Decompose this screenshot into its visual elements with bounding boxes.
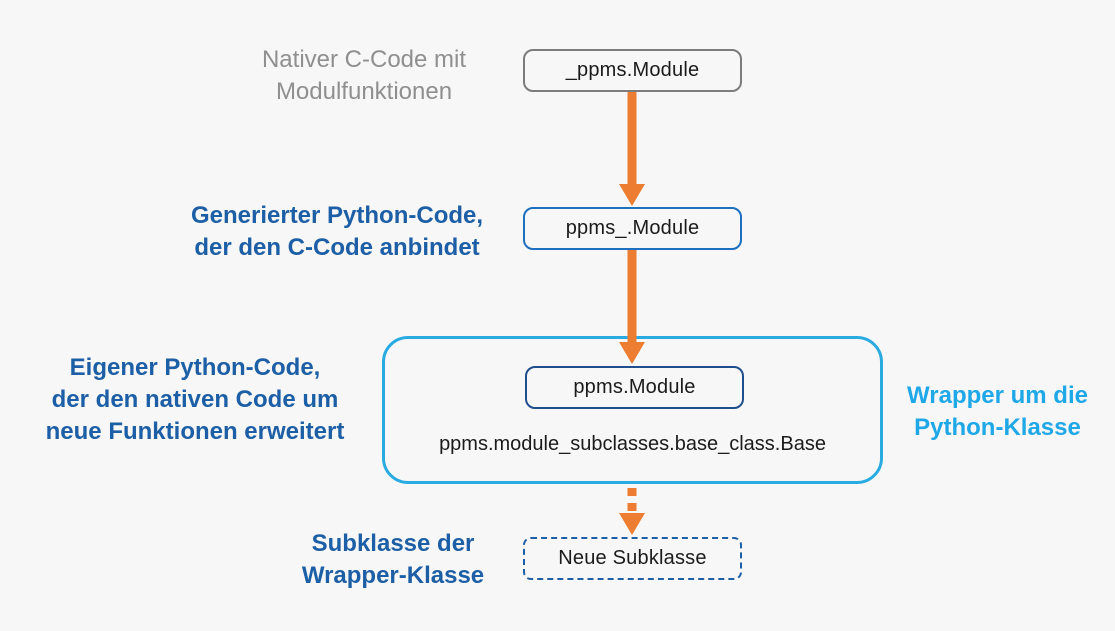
label-generated-python-line1: Generierter Python-Code,: [190, 202, 484, 229]
node-new-subclass: Neue Subklasse: [523, 537, 742, 580]
label-wrapper-class-line2: Python-Klasse: [914, 414, 1081, 441]
label-own-python-line3: neue Funktionen erweitert: [45, 418, 345, 445]
label-subclass-line1: Subklasse der: [311, 530, 475, 557]
label-subclass: Subklasse der Wrapper-Klasse: [273, 528, 513, 592]
node-wrapper-module: ppms.Module: [525, 366, 744, 409]
arrow-down-2-icon: [619, 250, 645, 364]
node-new-subclass-label: Neue Subklasse: [558, 547, 707, 569]
node-generated-module-label: ppms_.Module: [565, 217, 700, 239]
label-own-python-line1: Eigener Python-Code,: [69, 354, 321, 381]
label-generated-python: Generierter Python-Code, der den C-Code …: [157, 200, 517, 264]
label-own-python: Eigener Python-Code, der den nativen Cod…: [25, 352, 365, 448]
label-native-c-code-line1: Nativer C-Code mit: [261, 46, 467, 73]
label-own-python-line2: der den nativen Code um: [51, 386, 339, 413]
node-native-module: _ppms.Module: [523, 49, 742, 92]
label-native-c-code: Nativer C-Code mit Modulfunktionen: [194, 44, 534, 108]
base-class-path: ppms.module_subclasses.base_class.Base: [439, 433, 826, 455]
arrow-down-1-icon: [619, 92, 645, 206]
arrow-down-dashed-icon: [619, 488, 645, 535]
label-wrapper-class: Wrapper um die Python-Klasse: [885, 380, 1110, 444]
label-generated-python-line2: der den C-Code anbindet: [194, 234, 480, 261]
label-subclass-line2: Wrapper-Klasse: [301, 562, 485, 589]
node-native-module-label: _ppms.Module: [565, 59, 700, 81]
label-wrapper-class-line1: Wrapper um die: [907, 382, 1088, 409]
node-generated-module: ppms_.Module: [523, 207, 742, 250]
node-wrapper-module-label: ppms.Module: [573, 376, 696, 398]
label-native-c-code-line2: Modulfunktionen: [275, 78, 453, 105]
